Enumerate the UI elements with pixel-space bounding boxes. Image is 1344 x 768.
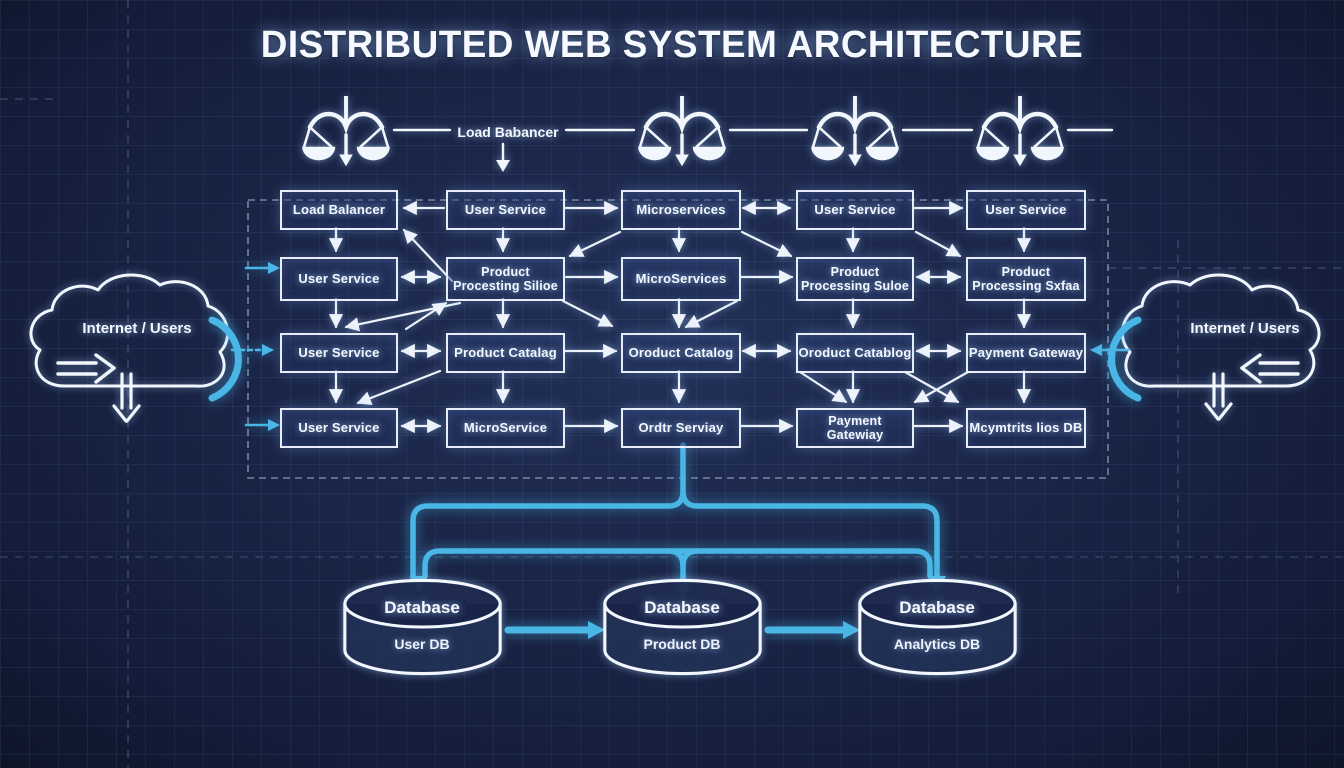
node-label: Product Procesting Silioe [453, 265, 558, 293]
node-microservice: MicroService [446, 408, 565, 448]
node-product-catalog: Oroduct Catalog [621, 333, 741, 373]
node-user-service: User Service [280, 408, 398, 448]
node-payment-gateway: Payment Gatewiay [796, 408, 914, 448]
node-label: Payment Gateway [968, 344, 1084, 360]
node-label: Microservices [636, 201, 726, 217]
node-user-service: User Service [966, 190, 1086, 230]
page-title: DISTRIBUTED WEB SYSTEM ARCHITECTURE [260, 24, 1084, 66]
node-label: Oroduct Catablog [798, 344, 912, 360]
node-product-catalog: Oroduct Catablog [796, 333, 914, 373]
node-user-service: User Service [280, 333, 398, 373]
node-product-catalog: Product Catalag [446, 333, 565, 373]
database-cylinder-icon [858, 578, 1017, 676]
down-double-arrow-icon [112, 372, 141, 423]
node-label: Product Processing Suloe [800, 265, 910, 293]
node-load-balancer: Load Balancer [280, 190, 398, 230]
node-label: MicroService [463, 419, 548, 435]
cloud-label-left: Internet / Users [82, 320, 192, 337]
node-label: User Service [464, 201, 547, 217]
node-order-service: Ordtr Serviay [621, 408, 741, 448]
load-balancer-row-label: Load Babancer [457, 124, 559, 140]
node-label: Load Balancer [292, 201, 386, 217]
node-product-processing: Product Processing Suloe [796, 257, 914, 301]
node-label: Product Processing Sxfaa [972, 265, 1080, 293]
down-arrow-icon [496, 160, 510, 172]
database-sublabel: User DB [394, 636, 450, 652]
load-balancer-scales-row [302, 96, 1114, 172]
node-user-service: User Service [280, 257, 398, 301]
database-title-text: Database [378, 598, 466, 617]
node-product-processing: Product Procesting Silioe [446, 257, 565, 301]
node-product-processing: Product Processing Sxfaa [966, 257, 1086, 301]
node-label: Payment Gatewiay [826, 414, 884, 442]
node-payment-gateway: Payment Gateway [966, 333, 1086, 373]
down-double-arrow-icon [1204, 372, 1233, 421]
database-cylinder-icon [343, 578, 502, 676]
database-cylinder-icon [603, 578, 762, 676]
database-title-text: Database [893, 598, 981, 617]
database-title: Database [342, 598, 502, 618]
node-label: MicroServices [635, 270, 727, 286]
cyan-arc-left [208, 316, 242, 402]
node-label: Oroduct Catalog [628, 344, 734, 360]
database-cylinders [343, 578, 1017, 676]
node-label: User Service [298, 270, 380, 286]
node-microservices: Microservices [621, 190, 741, 230]
database-title-text: Database [638, 598, 726, 617]
left-arrow-icon [1240, 353, 1300, 384]
cluster-dashed-border [247, 199, 1109, 479]
node-analytics-db: Mcymtrits lios DB [966, 408, 1086, 448]
balance-scale-icon [302, 96, 390, 166]
cloud-internet-right [1120, 273, 1321, 421]
node-label: Product Catalag [454, 344, 557, 360]
node-label: Mcymtrits lios DB [969, 419, 1083, 435]
right-arrow-icon [56, 353, 116, 384]
balance-scale-icon [638, 96, 726, 166]
database-title: Database [857, 598, 1017, 618]
node-microservices: MicroServices [621, 257, 741, 301]
balance-scale-icon [976, 96, 1064, 166]
cloud-icon [29, 273, 230, 388]
database-sublabel: Analytics DB [893, 636, 981, 652]
balance-scale-icon [811, 96, 899, 166]
node-user-service: User Service [446, 190, 565, 230]
node-label: User Service [814, 201, 896, 217]
node-user-service: User Service [796, 190, 914, 230]
service-mesh-arrows [328, 200, 1032, 434]
node-label: User Service [985, 201, 1067, 217]
database-title: Database [602, 598, 762, 618]
cyan-arc-right [1108, 316, 1142, 402]
cloud-label-right: Internet / Users [1190, 320, 1300, 337]
node-label: Ordtr Serviay [638, 419, 724, 435]
database-sublabel: Product DB [643, 636, 721, 652]
node-label: User Service [298, 344, 380, 360]
cloud-internet-left [29, 273, 230, 423]
cloud-icon [1120, 273, 1321, 388]
node-label: User Service [298, 419, 380, 435]
